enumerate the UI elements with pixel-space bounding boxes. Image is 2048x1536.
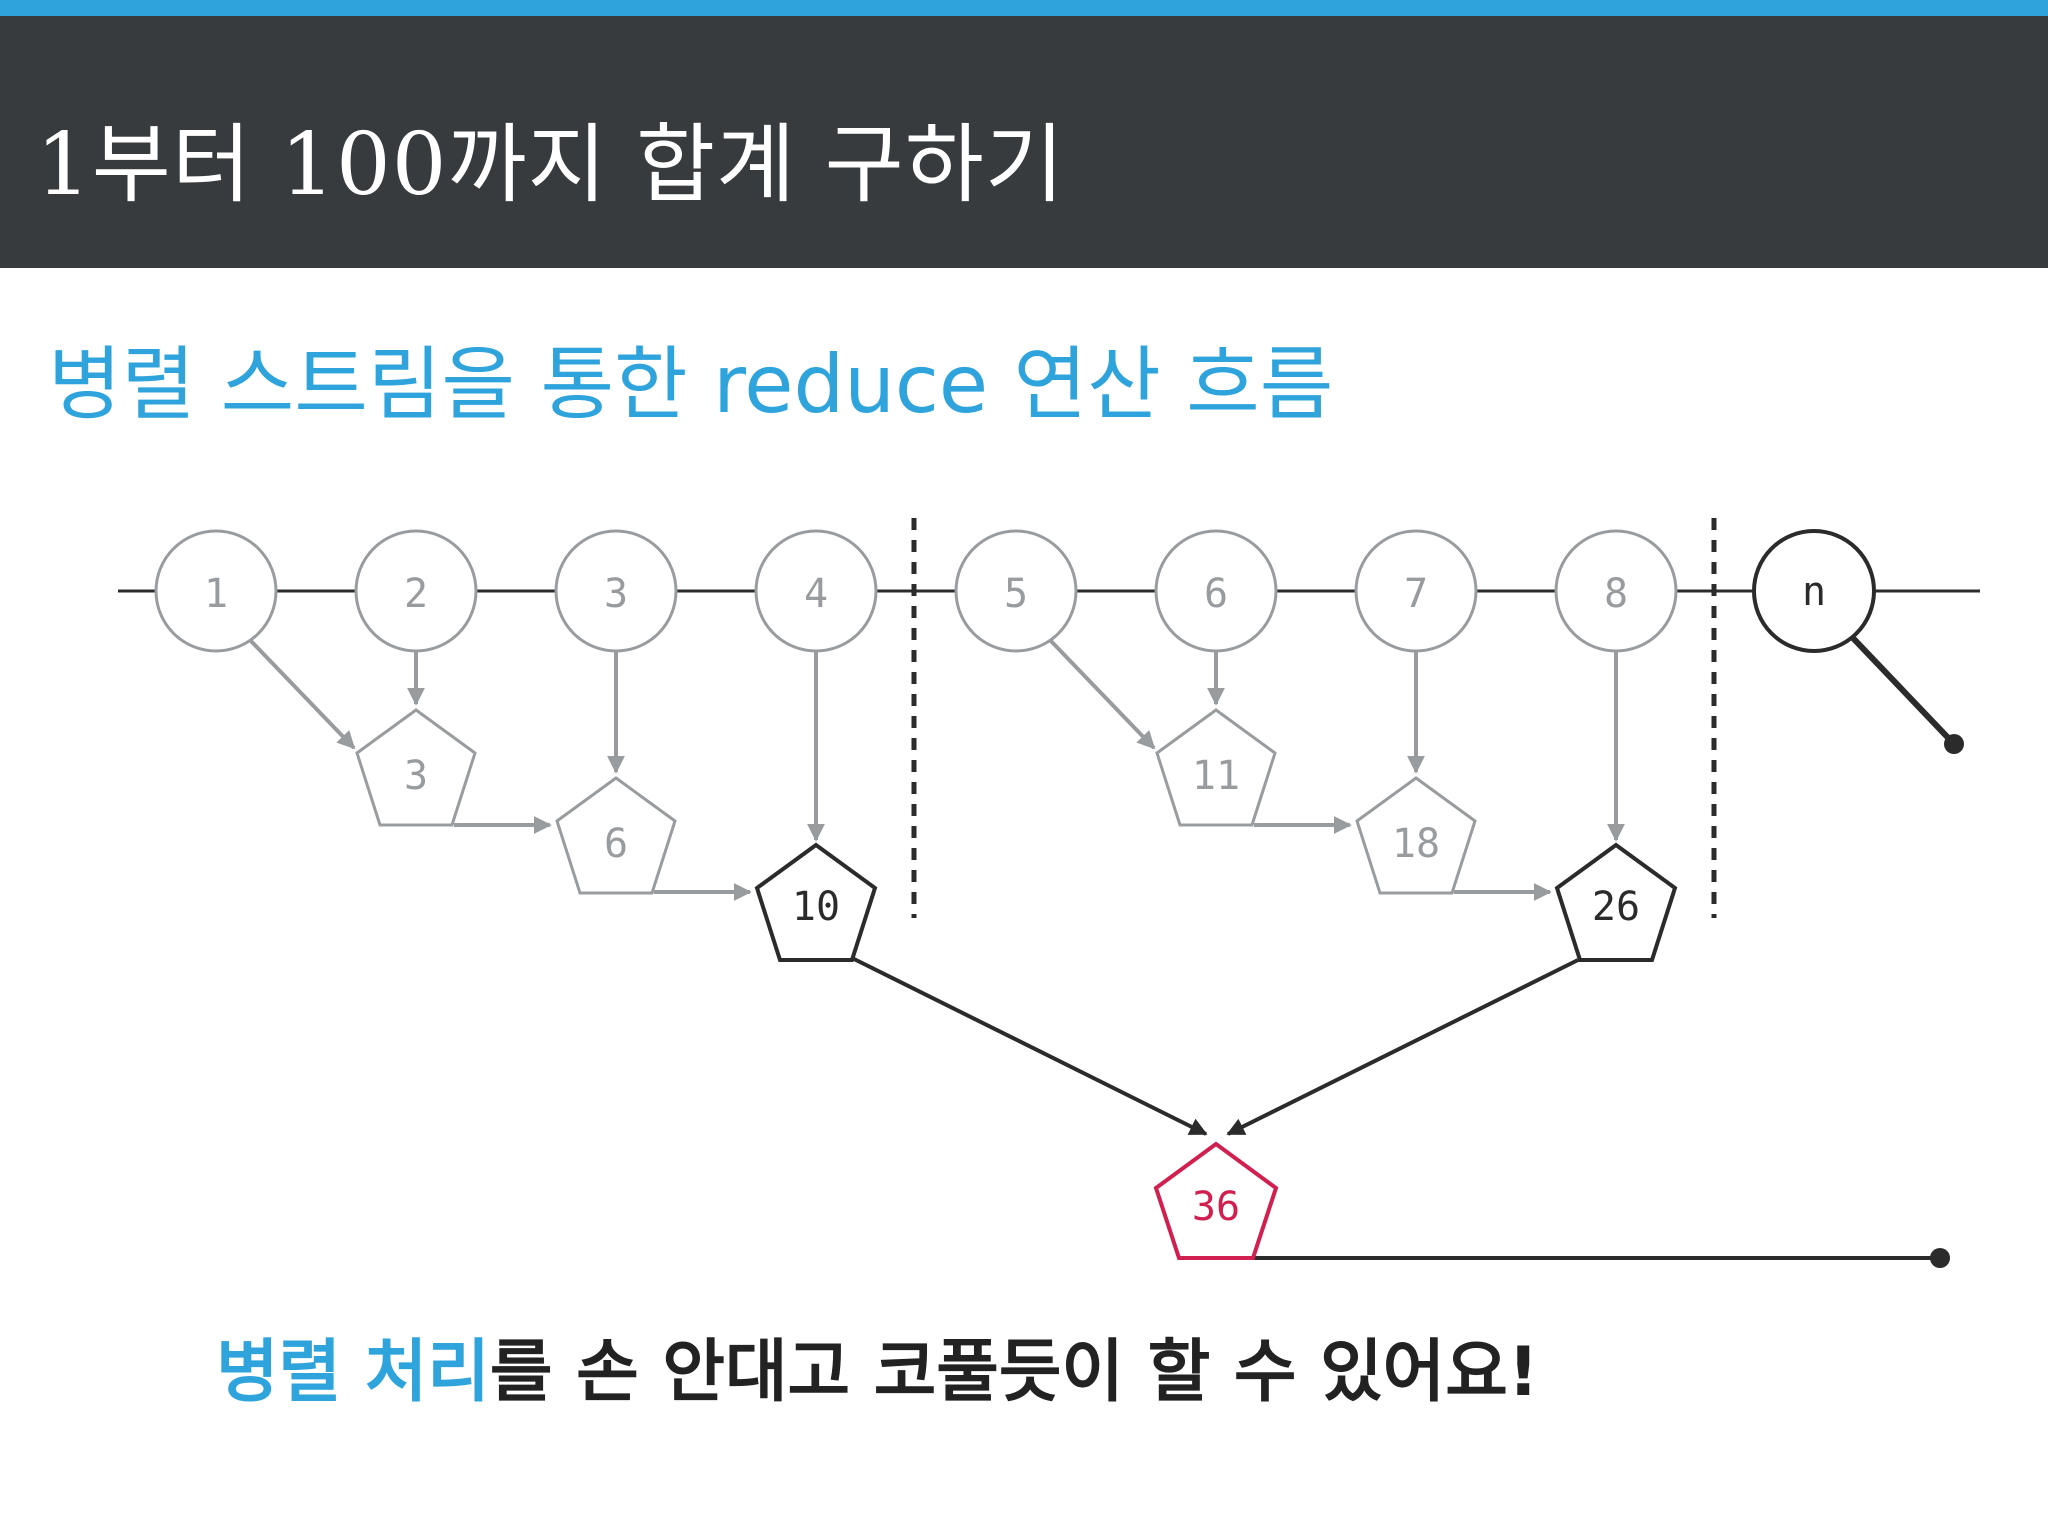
stream-element-7: 7 xyxy=(1354,529,1478,653)
partial-sum-label: 26 xyxy=(1592,884,1640,930)
stream-element-8: 8 xyxy=(1554,529,1678,653)
top-accent-bar xyxy=(0,0,2048,16)
final-result-label: 36 xyxy=(1192,1184,1240,1230)
n-element-tail-endpoint xyxy=(1944,734,1964,754)
partial-sum-label: 3 xyxy=(404,753,428,799)
tagline-rest: 를 손 안대고 코풀듯이 할 수 있어요! xyxy=(489,1333,1539,1412)
stream-element-label: 3 xyxy=(604,571,628,617)
stream-element-label: 7 xyxy=(1404,571,1428,617)
stream-element-label: 5 xyxy=(1004,571,1028,617)
arrow-5-to-11 xyxy=(1048,638,1156,750)
header-bar: 1부터 100까지 합계 구하기 xyxy=(0,16,2048,268)
arrow-10-to-36 xyxy=(851,956,1208,1136)
arrow-1-to-3 xyxy=(248,638,356,750)
stream-element-n: n xyxy=(1752,529,1876,653)
stream-element-label: 1 xyxy=(204,571,228,617)
stream-element-3: 3 xyxy=(554,529,678,653)
partial-sum-26: 26 xyxy=(1554,842,1678,962)
partial-sum-6: 6 xyxy=(555,776,677,895)
partial-sum-label: 18 xyxy=(1392,821,1440,867)
partial-sum-10: 10 xyxy=(754,842,878,962)
partial-sum-label: 6 xyxy=(604,821,628,867)
result-output-endpoint xyxy=(1930,1248,1950,1268)
final-result-36: 36 xyxy=(1153,1141,1279,1260)
stream-element-label: 8 xyxy=(1604,571,1628,617)
stream-element-5: 5 xyxy=(954,529,1078,653)
tagline: 병렬 처리를 손 안대고 코풀듯이 할 수 있어요! xyxy=(216,1316,1539,1415)
stream-element-label: n xyxy=(1802,569,1826,615)
n-element-tail xyxy=(1849,634,1957,747)
stream-element-2: 2 xyxy=(354,529,478,653)
section-subtitle: 병렬 스트림을 통한 reduce 연산 흐름 xyxy=(48,338,1334,431)
stream-element-label: 4 xyxy=(804,571,828,617)
stream-element-1: 1 xyxy=(154,529,278,653)
partial-sum-label: 10 xyxy=(792,884,840,930)
stream-element-label: 6 xyxy=(1204,571,1228,617)
partial-sum-11: 11 xyxy=(1155,708,1277,827)
partial-sum-18: 18 xyxy=(1355,776,1477,895)
tagline-highlight: 병렬 처리 xyxy=(216,1333,490,1412)
stream-element-6: 6 xyxy=(1154,529,1278,653)
stream-element-label: 2 xyxy=(404,571,428,617)
partial-sum-label: 11 xyxy=(1192,753,1240,799)
page-title: 1부터 100까지 합계 구하기 xyxy=(36,115,1065,215)
arrow-26-to-36 xyxy=(1226,958,1579,1136)
stream-element-4: 4 xyxy=(754,529,878,653)
partial-sum-3: 3 xyxy=(355,708,477,827)
